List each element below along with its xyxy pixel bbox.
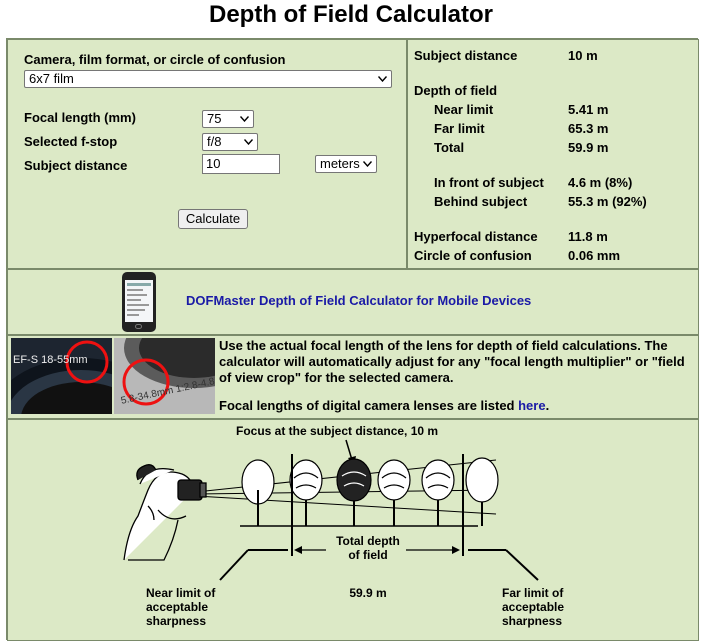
mobile-calculator-link[interactable]: DOFMaster Depth of Field Calculator for … (186, 293, 532, 308)
front-value: 4.6 m (8%) (568, 175, 633, 190)
distance-label: Subject distance (24, 158, 128, 173)
here-link[interactable]: here (518, 398, 546, 413)
near-limit-value: 5.41 m (568, 102, 609, 117)
camera-select-value: 6x7 film (29, 71, 74, 86)
units-select[interactable]: meters (315, 155, 377, 173)
focal-lengths-period: . (545, 398, 550, 413)
focal-length-value: 75 (207, 111, 222, 126)
photographer-illustration (123, 464, 207, 561)
focus-caption: Focus at the subject distance, 10 m (236, 424, 439, 438)
hyperfocal-label: Hyperfocal distance (414, 229, 538, 244)
page-title: Depth of Field Calculator (208, 1, 493, 28)
inputs-section: Camera, film format, or circle of confus… (7, 39, 407, 269)
fstop-label: Selected f-stop (24, 134, 118, 149)
hyperfocal-value: 11.8 m (568, 229, 608, 244)
tree-group (241, 457, 499, 526)
lens-photo-compact: 5.8-34.8mm 1:2.8-4.8 (114, 338, 215, 414)
distance-input[interactable]: 10 (202, 154, 280, 174)
behind-label: Behind subject (434, 194, 528, 209)
phone-icon[interactable] (122, 272, 156, 332)
subject-distance-label: Subject distance (414, 48, 518, 63)
coc-label: Circle of confusion (414, 248, 532, 263)
far-limit-caption: Far limit of acceptable sharpness (502, 586, 565, 628)
calculate-button[interactable]: Calculate (178, 209, 248, 229)
chevron-down-icon (363, 161, 372, 167)
near-limit-caption: Near limit of acceptable sharpness (146, 586, 216, 628)
far-limit-label: Far limit (434, 121, 485, 136)
focal-note-paragraph: Use the actual focal length of the lens … (219, 338, 685, 385)
total-value: 59.9 m (568, 140, 609, 155)
diagram-section: Focus at the subject distance, 10 m (7, 419, 699, 641)
mobile-section: DOFMaster Depth of Field Calculator for … (7, 269, 699, 335)
camera-label: Camera, film format, or circle of confus… (24, 52, 286, 67)
focal-length-label: Focal length (mm) (24, 110, 136, 125)
units-value: meters (320, 156, 360, 171)
near-limit-label: Near limit (434, 102, 494, 117)
phone-screen (125, 280, 153, 322)
far-limit-value: 65.3 m (568, 121, 609, 136)
front-label: In front of subject (434, 175, 544, 190)
lens-2-drawing (122, 338, 215, 406)
results-section: Subject distance 10 m Depth of field Nea… (407, 39, 699, 269)
chevron-down-icon (244, 139, 253, 145)
subject-distance-value: 10 m (568, 48, 598, 63)
total-label: Total (434, 140, 465, 155)
focal-lengths-text: Focal lengths of digital camera lenses a… (219, 398, 519, 413)
chevron-down-icon (378, 76, 387, 82)
total-dof-label: Total depth of field (336, 534, 400, 562)
dof-heading: Depth of field (414, 83, 498, 98)
chevron-down-icon (240, 116, 249, 122)
focal-lengths-line: Focal lengths of digital camera lenses a… (219, 398, 549, 414)
coc-value: 0.06 mm (568, 248, 621, 263)
dof-illustration (123, 439, 539, 581)
focal-note-section: EF-S 18-55mm 5.8-34.8mm 1:2.8-4.8 Use th… (7, 335, 699, 419)
camera-select[interactable]: 6x7 film (24, 70, 392, 88)
lens-1-text: EF-S 18-55mm (13, 354, 88, 366)
focal-length-select[interactable]: 75 (202, 110, 254, 128)
fstop-value: f/8 (207, 134, 222, 149)
lens-photo-ef-s: EF-S 18-55mm (11, 338, 112, 414)
total-dof-value: 59.9 m (349, 586, 387, 600)
calculator-panel: Camera, film format, or circle of confus… (6, 38, 699, 641)
behind-value: 55.3 m (92%) (568, 194, 647, 209)
fstop-select[interactable]: f/8 (202, 133, 258, 151)
lens-1-drawing (11, 340, 112, 414)
